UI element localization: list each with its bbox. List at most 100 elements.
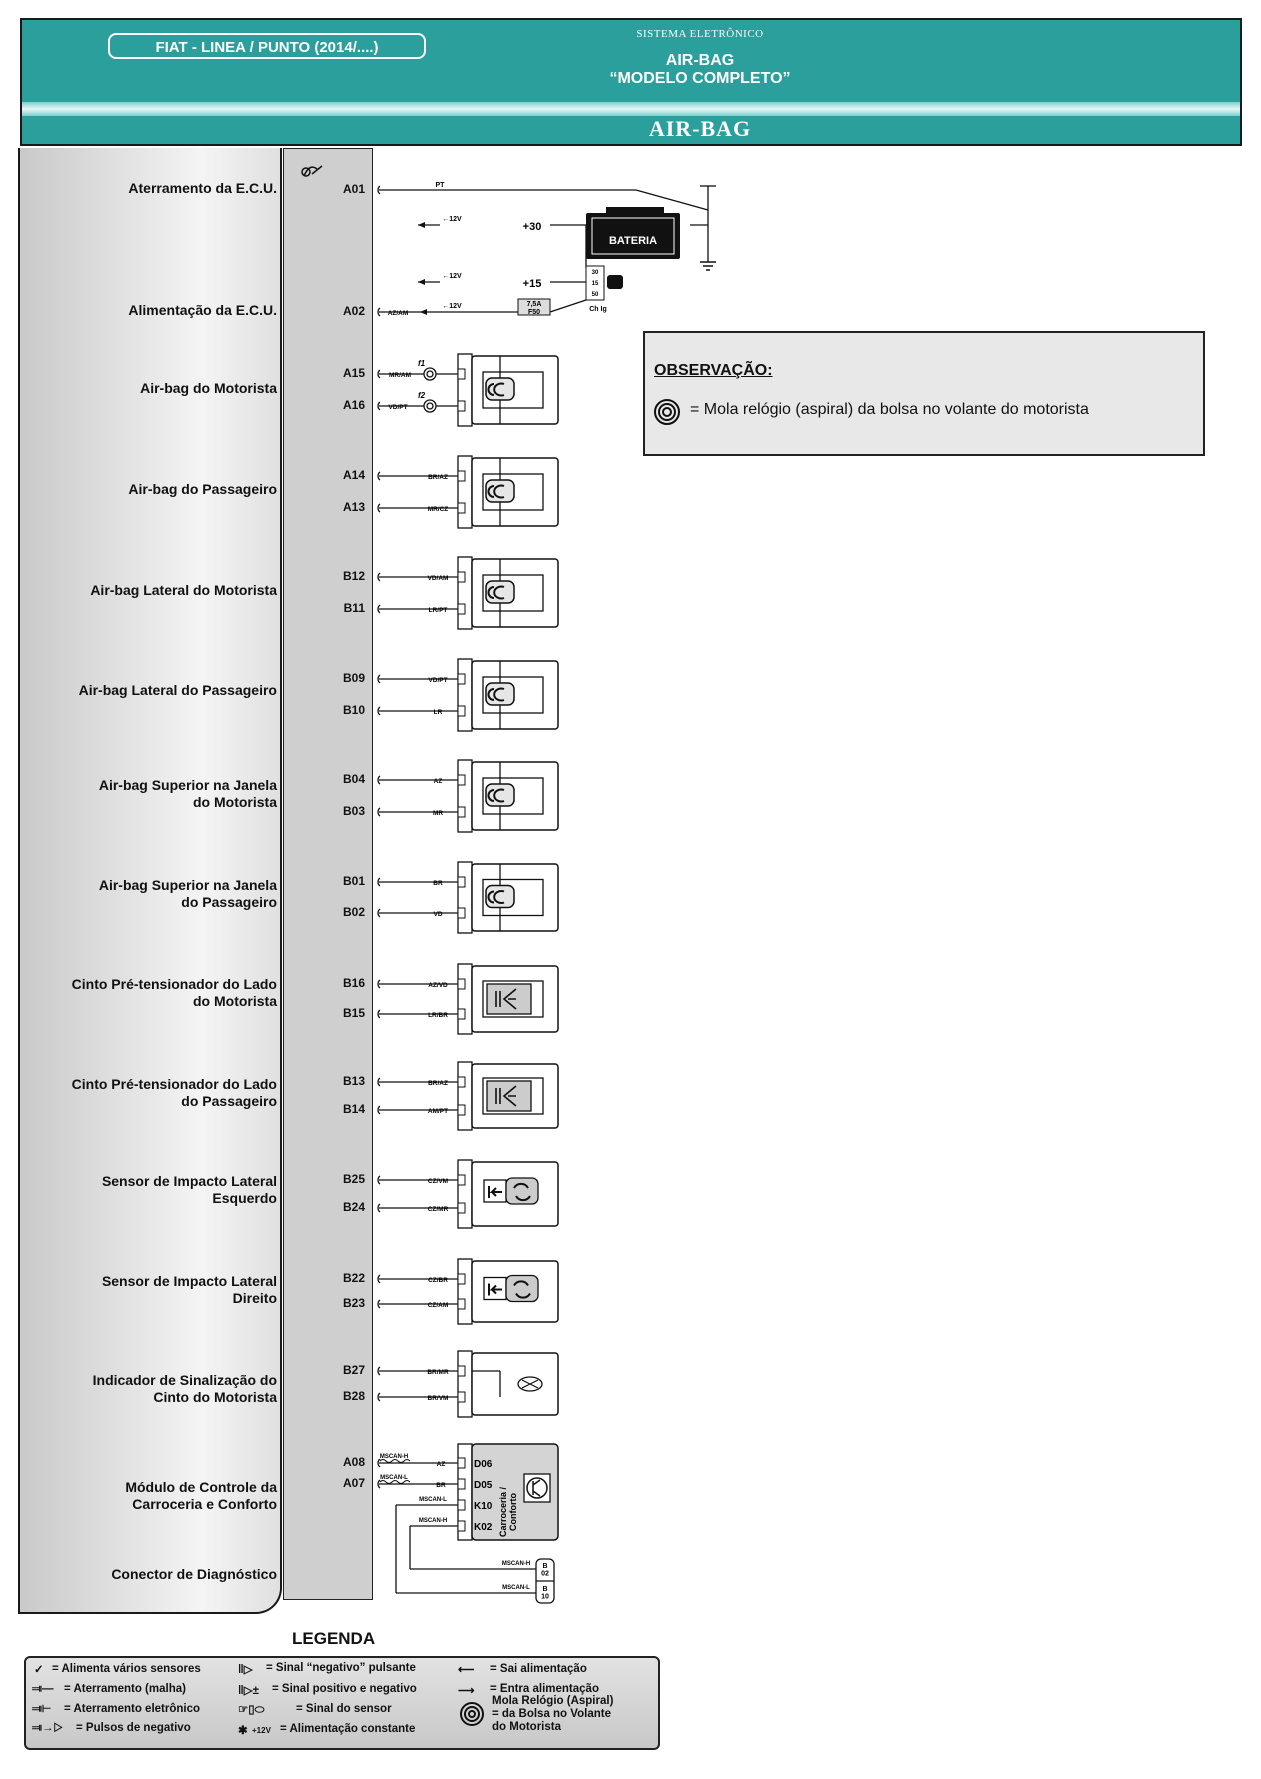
component-label: Sensor de Impacto Lateral Esquerdo xyxy=(101,1173,277,1206)
connector-terminal xyxy=(457,1076,466,1088)
connector-terminal xyxy=(457,1391,466,1403)
airbag-icon xyxy=(493,890,505,904)
legend-item-sensor-signal: = Sinal do sensor xyxy=(296,1703,392,1715)
ecu-pin-socket xyxy=(377,1479,381,1489)
component-label: Sensor de Impacto Lateral Direito xyxy=(101,1273,277,1306)
connector-terminal xyxy=(457,1520,466,1532)
wire-color-label: LR/BR xyxy=(428,1012,448,1019)
ecu-pin-b14: B14 xyxy=(342,1102,365,1116)
airbag-icon xyxy=(485,580,515,604)
legend-item-power-out: = Sai alimentação xyxy=(490,1663,587,1675)
ecu-pin-socket xyxy=(377,369,381,379)
connector-terminal xyxy=(457,1298,466,1310)
clock-spring-icon xyxy=(654,399,680,425)
connector-housing xyxy=(457,759,473,833)
ignition-pin-15: 15 xyxy=(592,281,599,287)
legend-negative-pulse-icon: ⫥→▷ xyxy=(32,1722,63,1734)
ecu-pin-b23: B23 xyxy=(342,1296,365,1310)
ignition-key-icon xyxy=(607,275,623,289)
pretensioner-icon xyxy=(495,988,517,1010)
connector-terminal xyxy=(457,1365,466,1377)
legend-pos-neg-icon: ‖▷± xyxy=(238,1685,259,1697)
header-band xyxy=(22,102,1240,116)
wire-color-label: AZ/AM xyxy=(388,310,409,317)
legend-item-power-in: = Entra alimentação xyxy=(490,1683,599,1695)
clock-spring-icon xyxy=(423,399,437,413)
power-12v-label: ←12V xyxy=(442,273,462,280)
component-list-panel xyxy=(18,148,282,1614)
wire-color-label: AZ xyxy=(434,778,443,785)
wire-color-label: LR xyxy=(434,709,443,716)
clock-spring-icon xyxy=(426,370,434,378)
ignition-label: Ch Ig xyxy=(589,306,607,313)
wire-color-label: AM/PT xyxy=(428,1108,448,1115)
airbag-icon xyxy=(487,688,495,701)
ecu-pin-socket xyxy=(377,706,381,716)
clock-spring-label: f1 xyxy=(418,359,426,368)
ecu-pin-socket xyxy=(377,979,381,989)
component-label: Conector de Diagnóstico xyxy=(111,1566,277,1582)
ecu-pin-socket xyxy=(377,908,381,918)
connector-terminal xyxy=(457,603,466,615)
ecu-pin-socket xyxy=(377,877,381,887)
connector-terminal xyxy=(457,1174,466,1186)
connector-terminal xyxy=(457,978,466,990)
ecu-pin-socket xyxy=(377,1299,381,1309)
ecu-pin-socket xyxy=(377,1392,381,1402)
legend-plus12-label: +12V xyxy=(252,1726,271,1735)
ecu-pin-socket xyxy=(377,1077,381,1087)
airbag-icon xyxy=(485,682,515,706)
ecu-pin-socket xyxy=(377,1175,381,1185)
connector-terminal xyxy=(457,502,466,514)
ecu-pin-b04: B04 xyxy=(342,772,365,786)
ignition-pin-30: 30 xyxy=(592,270,599,276)
section-banner: AIR-BAG xyxy=(648,116,752,141)
module-pin-label: K10 xyxy=(474,1501,493,1512)
ecu-pin-socket xyxy=(377,307,381,317)
airbag-icon xyxy=(487,383,495,396)
ecu-pin-socket xyxy=(377,1274,381,1284)
wire-color-label: AZ/VD xyxy=(428,982,448,989)
observation-box xyxy=(643,331,1205,456)
airbag-icon xyxy=(493,484,505,499)
legend-checkmark-icon: ✓ xyxy=(34,1664,44,1676)
ecu-pin-b25: B25 xyxy=(342,1172,365,1186)
wire-color-label: BR xyxy=(436,1482,446,1489)
can-twisted-icon xyxy=(379,1459,411,1463)
clock-spring-label: f2 xyxy=(418,391,426,400)
connector-terminal xyxy=(457,571,466,583)
component-label: Indicador de Sinalização do Cinto do Mot… xyxy=(92,1372,277,1405)
airbag-icon xyxy=(485,783,515,807)
airbag-icon xyxy=(485,377,515,401)
impact-sensor-icon xyxy=(488,1186,502,1198)
ecu-pin-b10: B10 xyxy=(342,703,365,717)
wire-color-label: BR/MR xyxy=(427,1369,449,1376)
airbag-icon xyxy=(485,479,515,503)
header-banner xyxy=(20,18,1242,146)
battery-inner xyxy=(591,217,675,255)
legend-constant-power-icon: ✱ xyxy=(238,1725,248,1737)
vehicle-model: FIAT - LINEA / PUNTO (2014/....) xyxy=(108,33,426,59)
legend-electronic-ground-icon: ⫥⊢ xyxy=(32,1703,51,1715)
connector-terminal xyxy=(457,907,466,919)
wire-color-label: AZ xyxy=(437,1461,446,1468)
ecu-pin-socket xyxy=(377,185,381,195)
connector-terminal xyxy=(457,806,466,818)
wire-color-label: BR/VM xyxy=(428,1395,449,1402)
ecu-pin-a01: A01 xyxy=(342,182,365,196)
ecu-pin-socket xyxy=(377,1105,381,1115)
legend-power-in-icon: ⟶ xyxy=(458,1685,475,1697)
component-label: Air-bag Superior na Janela do Motorista xyxy=(98,777,277,810)
seatbelt-indicator-icon xyxy=(521,1379,539,1389)
connector-housing xyxy=(457,1350,473,1418)
connector-housing xyxy=(457,556,473,630)
ecu-pin-socket xyxy=(377,471,381,481)
mscan-l-label: MSCAN-L xyxy=(502,1585,530,1591)
ecu-pin-b16: B16 xyxy=(342,976,365,990)
connector-housing xyxy=(457,861,473,934)
ecu-pin-socket xyxy=(377,674,381,684)
ecu-pin-socket xyxy=(377,572,381,582)
module-pin-label: K02 xyxy=(474,1522,493,1533)
airbag-icon xyxy=(487,485,495,498)
